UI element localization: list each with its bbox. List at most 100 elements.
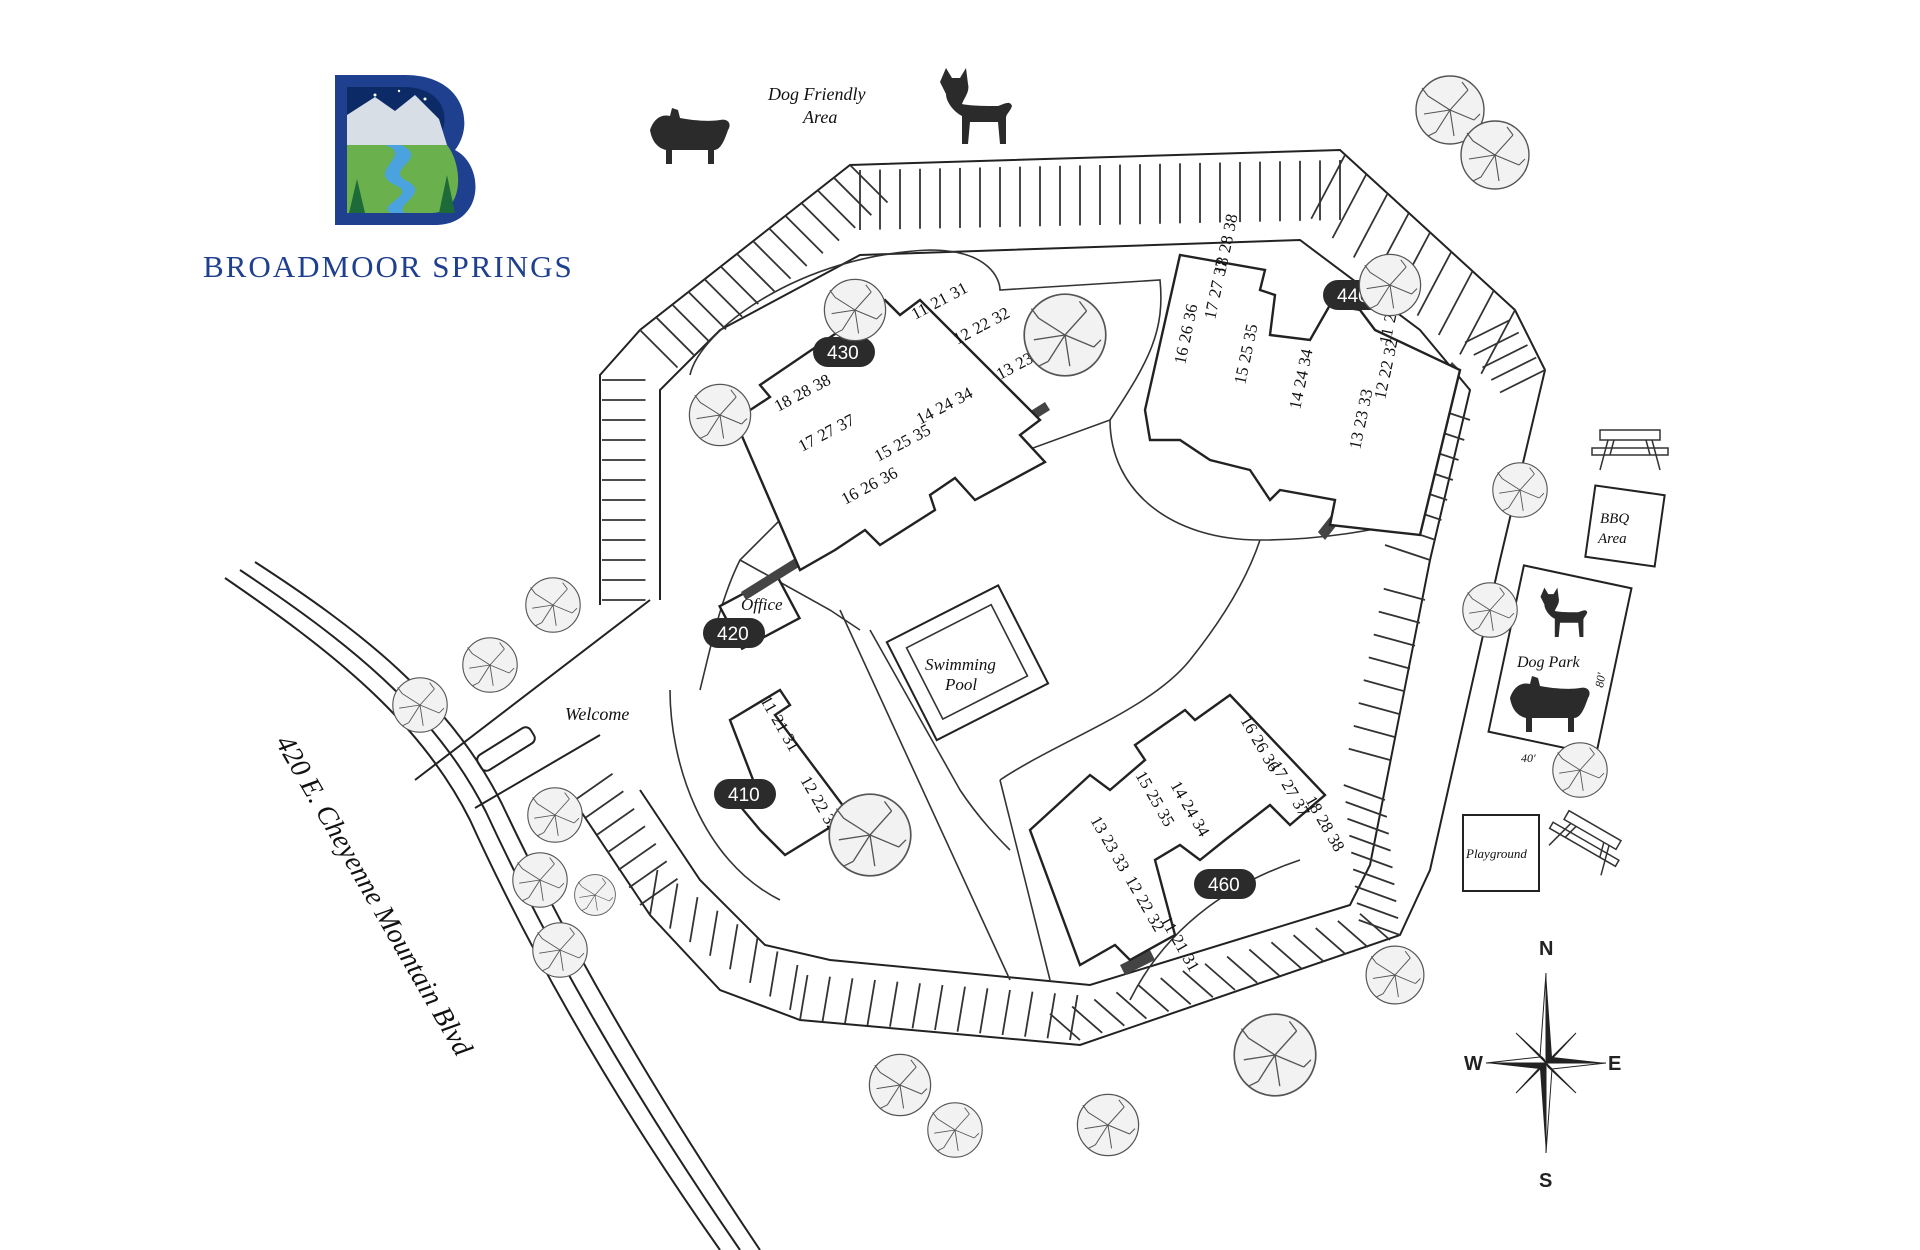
parking-stall-line	[709, 910, 719, 956]
parking-stall-line	[649, 869, 659, 916]
parking-stall-line	[1383, 587, 1426, 601]
parking-stall-line	[1292, 934, 1325, 963]
parking-stall-line	[1352, 193, 1389, 258]
parking-stall-line	[911, 983, 921, 1029]
tree-icon	[1023, 293, 1107, 377]
unit-number-group: 152535	[1230, 322, 1261, 386]
parking-stall-line	[687, 291, 727, 331]
unit-number-group: 172737	[1200, 257, 1231, 321]
parking-stall-line	[1473, 331, 1520, 356]
unit-number-group: 152535	[871, 420, 934, 465]
svg-text:430: 430	[827, 343, 859, 364]
tree-icon	[532, 922, 588, 978]
broadmoor-logo	[335, 75, 476, 225]
dog-park-label: Dog Park	[1516, 654, 1581, 671]
building-pill-420[interactable]: 420	[703, 618, 765, 648]
parking-stall-line	[1349, 834, 1391, 852]
tree-icon	[392, 677, 448, 733]
welcome-label: Welcome	[565, 704, 629, 724]
parking-stall-line	[1137, 984, 1170, 1013]
parking-stall-line	[821, 976, 831, 1022]
unit-number-group: 142434	[1285, 347, 1316, 411]
parking-stall-line	[1350, 851, 1393, 869]
parking-stall-line	[833, 177, 872, 216]
tree-icon	[1552, 742, 1608, 798]
building-460	[1028, 693, 1327, 975]
parking-stall-line	[639, 878, 679, 906]
tree-icon	[688, 383, 752, 447]
parking-stall-line	[1310, 154, 1346, 220]
parking-stall-line	[1356, 902, 1399, 919]
parking-stall-line	[617, 843, 657, 871]
tree-icon	[828, 793, 912, 877]
parking-stall-line	[1160, 977, 1192, 1005]
unit-number-group: 182838	[1210, 212, 1241, 276]
dachshund-icon	[650, 108, 730, 164]
trees	[392, 75, 1608, 1158]
parking-stall-line	[1345, 801, 1388, 818]
svg-text:460: 460	[1208, 875, 1240, 896]
compass-rose-icon	[1485, 972, 1607, 1154]
parking-stall-line	[749, 937, 759, 984]
tree-icon	[823, 278, 887, 342]
parking-stall-line	[784, 215, 824, 254]
parking-stall-line	[866, 979, 876, 1026]
bbq-label-1: BBQ	[1600, 511, 1629, 527]
parking-stall-line	[1352, 868, 1395, 886]
parking-stall-line	[1416, 251, 1453, 317]
parking-stall-line	[817, 189, 856, 229]
unit-number-group: 162636	[1170, 302, 1201, 366]
unit-number-group: 162636	[838, 463, 901, 508]
tree-icon	[1076, 1093, 1140, 1157]
tree-icon	[868, 1053, 932, 1117]
parking-stall-line	[1093, 998, 1125, 1027]
parking-stall-line	[1354, 885, 1397, 903]
tree-icon	[1358, 253, 1422, 317]
parking-stall-line	[1359, 913, 1391, 941]
parking-stall-line	[1226, 955, 1258, 984]
tree-icon	[1492, 462, 1548, 518]
parking-stall-line	[752, 240, 792, 280]
parking-stall-line	[1315, 927, 1347, 955]
parking-stall-line	[736, 253, 776, 292]
dog-park-dog-icon	[1540, 587, 1588, 638]
unit-number-group: 112131	[1157, 913, 1204, 975]
parking-stall-line	[1046, 993, 1056, 1039]
building-pill-430[interactable]: 430	[813, 337, 875, 367]
tree-icon	[525, 577, 581, 633]
parking-stall-line	[1069, 994, 1079, 1041]
building-pill-460[interactable]: 460	[1194, 869, 1256, 899]
parking-stall-line	[1348, 747, 1391, 761]
parking-stall-line	[1337, 920, 1369, 948]
svg-text:420: 420	[717, 624, 749, 645]
parking-stall-line	[979, 988, 989, 1034]
playground	[1462, 814, 1540, 892]
compass-n: N	[1539, 938, 1553, 960]
parking-stall-line	[1331, 173, 1368, 239]
parking-stall-line	[1347, 817, 1390, 835]
parking-stall-line	[1459, 290, 1495, 355]
parking-stall-line	[574, 773, 614, 801]
parking-stall-line	[789, 964, 799, 1011]
parking-stall-line	[1001, 989, 1011, 1036]
tree-icon	[1365, 945, 1425, 1005]
unit-number-group: 182838	[1302, 793, 1349, 855]
parking-stall-line	[1373, 633, 1416, 647]
unit-number-group: 132333	[1345, 387, 1376, 451]
tree-icon	[927, 1102, 983, 1158]
playground-label: Playground	[1465, 846, 1527, 861]
building-pill-410[interactable]: 410	[714, 779, 776, 809]
parking-stall-line	[1378, 610, 1421, 624]
parking-stall-line	[1204, 963, 1236, 991]
entrance-road	[414, 599, 651, 809]
pool-label-2: Pool	[944, 675, 977, 694]
parking-stall-line	[639, 329, 679, 369]
parking-stall-line	[669, 883, 679, 929]
parking-stall-line	[1363, 679, 1406, 693]
parking-stall-line	[720, 265, 759, 305]
parking-stall-line	[1353, 725, 1396, 739]
parking-stall-line	[1049, 1013, 1081, 1041]
parking-stall-line	[1464, 319, 1511, 344]
parking-stall-line	[1490, 356, 1537, 381]
parking-stall-line	[585, 790, 624, 819]
